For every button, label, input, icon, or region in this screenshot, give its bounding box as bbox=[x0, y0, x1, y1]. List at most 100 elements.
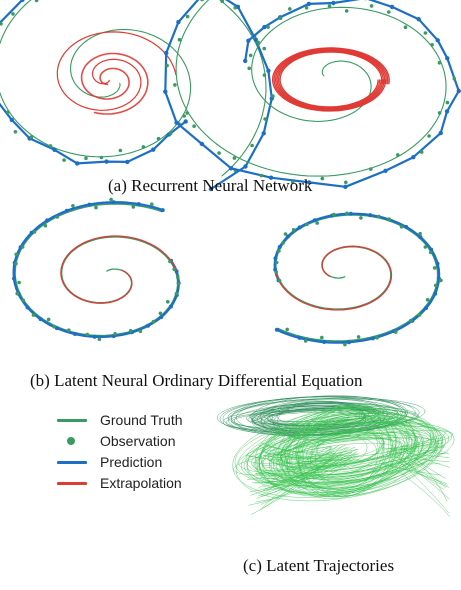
caption-b: (b) Latent Neural Ordinary Differential … bbox=[30, 371, 363, 390]
prediction-point bbox=[111, 200, 116, 205]
latent-trajectory bbox=[256, 422, 444, 479]
observation-point bbox=[427, 134, 431, 138]
prediction-point bbox=[435, 38, 440, 43]
latent-streak bbox=[254, 457, 352, 484]
latent-streak bbox=[396, 456, 448, 487]
observation-marker bbox=[67, 437, 75, 445]
observation-point bbox=[419, 150, 424, 154]
latent-streak bbox=[253, 456, 340, 476]
observation-point bbox=[94, 205, 98, 210]
prediction-point bbox=[274, 327, 279, 332]
observation-point bbox=[182, 114, 186, 118]
latent-streak bbox=[402, 445, 448, 502]
observation-point bbox=[177, 37, 182, 42]
observation-point bbox=[271, 94, 275, 98]
observation-point bbox=[185, 14, 190, 19]
prediction-point bbox=[163, 89, 168, 94]
extrapolation-curve bbox=[274, 245, 393, 311]
prediction-point bbox=[312, 218, 317, 223]
prediction-point bbox=[268, 175, 274, 180]
observation-point bbox=[277, 249, 281, 253]
latent-streak bbox=[409, 451, 449, 466]
legend-prediction: Prediction bbox=[55, 452, 245, 472]
latent-streak bbox=[249, 458, 332, 492]
latent-streak bbox=[265, 444, 332, 453]
observation-point bbox=[168, 259, 172, 264]
prediction-point bbox=[52, 147, 57, 152]
prediction-point bbox=[136, 202, 141, 207]
latent-streak bbox=[383, 446, 450, 500]
observation-point bbox=[176, 282, 181, 286]
latent-trajectory bbox=[310, 430, 397, 483]
latent-streak bbox=[255, 450, 358, 503]
observation-point bbox=[71, 204, 75, 208]
prediction-point bbox=[243, 164, 248, 169]
latent-streak bbox=[259, 451, 356, 479]
observation-point bbox=[288, 7, 292, 11]
prediction-point bbox=[87, 202, 92, 207]
observation-point bbox=[327, 4, 332, 8]
observation-point bbox=[43, 223, 48, 228]
observation-point bbox=[423, 31, 428, 35]
prediction-point bbox=[418, 235, 423, 240]
observation-point bbox=[15, 291, 19, 296]
prediction-point bbox=[456, 88, 461, 94]
latent-trajectory bbox=[295, 406, 390, 491]
observation-point bbox=[32, 230, 37, 234]
observation-point bbox=[200, 0, 204, 2]
legend-extrapolation-label: Extrapolation bbox=[100, 475, 182, 491]
observation-point bbox=[233, 5, 237, 10]
prediction-point bbox=[228, 166, 234, 171]
observation-point bbox=[369, 4, 374, 8]
latent-trajectory bbox=[280, 416, 408, 481]
extrapolation-curve bbox=[56, 31, 177, 111]
observation-point bbox=[437, 61, 442, 65]
observation-point bbox=[262, 73, 267, 77]
observation-point bbox=[85, 332, 90, 337]
observation-point bbox=[131, 205, 136, 209]
prediction-point bbox=[261, 131, 266, 136]
latent-streak bbox=[265, 456, 359, 470]
observation-point bbox=[14, 261, 18, 266]
prediction-point bbox=[174, 120, 179, 125]
observation-point bbox=[259, 173, 264, 178]
prediction-point bbox=[64, 208, 69, 213]
observation-point bbox=[332, 212, 336, 217]
observation-point bbox=[285, 327, 290, 332]
prediction-curve bbox=[12, 201, 180, 338]
observation-point bbox=[445, 100, 450, 105]
observation-point bbox=[0, 22, 3, 26]
prediction-point bbox=[424, 306, 429, 310]
prediction-point bbox=[404, 224, 409, 229]
observation-point bbox=[151, 319, 156, 324]
prediction-point bbox=[253, 37, 258, 42]
observation-point bbox=[291, 228, 296, 232]
observation-point bbox=[262, 46, 267, 51]
prediction-point bbox=[29, 230, 34, 235]
prediction-point bbox=[444, 109, 450, 114]
latent-trajectory bbox=[232, 407, 439, 498]
observation-point bbox=[394, 330, 398, 334]
observation-point bbox=[84, 156, 88, 161]
extrapolation-curve bbox=[80, 52, 149, 115]
latent-streak bbox=[386, 447, 445, 450]
observation-point bbox=[274, 270, 279, 274]
prediction-point bbox=[125, 159, 130, 165]
observation-point bbox=[376, 214, 381, 219]
extrapolation-ring bbox=[276, 49, 386, 110]
observation-point bbox=[141, 145, 146, 149]
prediction-point bbox=[445, 56, 450, 61]
prediction-point bbox=[75, 161, 80, 166]
prediction-point bbox=[9, 117, 14, 123]
latent-streak bbox=[384, 461, 451, 517]
latent-streak bbox=[392, 434, 442, 458]
legend-ground-truth: Ground Truth bbox=[55, 410, 245, 430]
observation-point bbox=[369, 167, 373, 171]
caption-a: (a) Recurrent Neural Network bbox=[108, 176, 313, 195]
observation-point bbox=[20, 245, 25, 249]
latent-trajectory bbox=[299, 415, 394, 497]
prediction-point bbox=[429, 247, 434, 252]
latent-streak bbox=[260, 448, 332, 497]
latent-trajectory bbox=[246, 415, 437, 493]
prediction-point bbox=[416, 17, 421, 22]
